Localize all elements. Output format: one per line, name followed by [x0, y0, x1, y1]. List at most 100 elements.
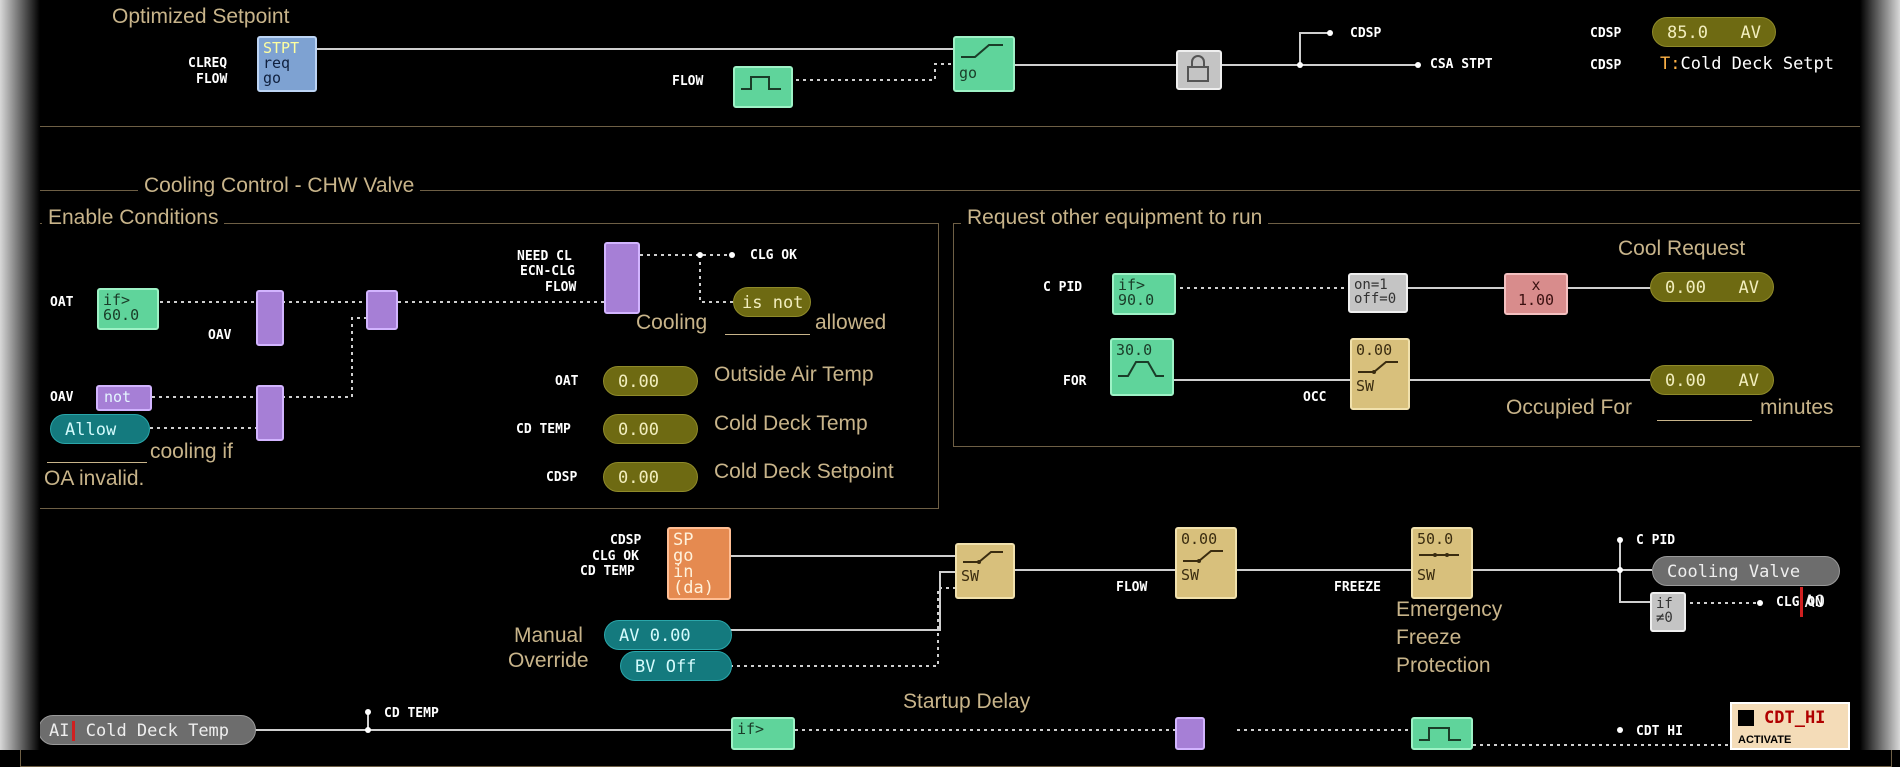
cpid-if-line-1: if> [1118, 276, 1146, 294]
minutes-text: minutes [1760, 396, 1834, 419]
if-nonzero-line-1: if [1656, 596, 1673, 612]
manual-av-point[interactable]: AV 0.00 [604, 620, 732, 650]
cdsp-point[interactable]: 0.00 [603, 462, 698, 492]
oat-if-block[interactable]: if> 60.0 [97, 288, 159, 330]
flow-switch-block[interactable]: 0.00 SW [1175, 527, 1237, 599]
alarm-indicator [1738, 710, 1754, 726]
onoff-line-2: off=0 [1354, 291, 1397, 307]
cpid-if-line-2: 90.0 [1118, 291, 1155, 309]
occ-av-value: 0.00 [1665, 371, 1706, 391]
oav-label-2: OAV [50, 390, 74, 405]
occ-av-units: AV [1738, 371, 1759, 391]
ramp-icon [961, 44, 1003, 58]
need-cl-label: NEED CL [517, 249, 572, 264]
is-not-text: is not [742, 293, 804, 313]
timer-icon [1118, 361, 1164, 377]
pid-line-1: SP [673, 530, 694, 550]
freeze-switch-block[interactable]: 50.0 SW [1411, 527, 1473, 599]
switch-icon [1419, 553, 1459, 557]
oat-point-desc: Outside Air Temp [714, 363, 874, 386]
setpoint-panel-title: Optimized Setpoint [106, 5, 296, 29]
flow-switch-value: 0.00 [1181, 530, 1218, 548]
allow-note: cooling if [150, 440, 233, 463]
bottom-gate[interactable] [1175, 717, 1205, 750]
cool-request-title: Cool Request [1618, 237, 1746, 260]
cd-temp-point-label: CD TEMP [516, 422, 571, 437]
for-label: FOR [1063, 374, 1087, 389]
flow-filter-block[interactable] [733, 66, 793, 108]
pid-input-cdsp: CDSP [610, 533, 642, 548]
allow-text: Allow [65, 420, 117, 440]
freeze-note-3: Protection [1396, 654, 1491, 677]
cold-deck-temp-ai[interactable]: AI Cold Deck Temp [38, 715, 256, 745]
oat-if-line-2: 60.0 [103, 306, 140, 324]
freeze-note-1: Emergency [1396, 598, 1503, 621]
cpid-if-block[interactable]: if> 90.0 [1112, 273, 1176, 315]
cdsp-av-label: CDSP [1590, 26, 1622, 41]
oat-point[interactable]: 0.00 [603, 366, 698, 396]
freeze-note-2: Freeze [1396, 626, 1462, 649]
override-switch-block[interactable]: SW [955, 543, 1015, 599]
occ-label: OCC [1303, 390, 1327, 405]
cool-request-value: 0.00 [1665, 278, 1706, 298]
cdsp-tag-label: CDSP [1590, 58, 1622, 73]
cdsp-av-value: 85.0 [1667, 23, 1708, 43]
cooling-blank [725, 334, 810, 335]
multiply-line-2: 1.00 [1517, 291, 1555, 309]
left-edge-shade [0, 0, 40, 750]
bottom-if-text: if> [737, 720, 765, 738]
cdsp-av-point[interactable]: 85.0 AV [1652, 17, 1776, 47]
cold-deck-setpt-tag[interactable]: T:Cold Deck Setpt [1660, 54, 1834, 74]
allow-point[interactable]: Allow [50, 414, 150, 444]
or-gate-1[interactable] [256, 290, 284, 346]
lock-block[interactable] [1176, 50, 1222, 90]
pid-block[interactable]: SP go in (da) [667, 527, 731, 600]
oat-point-label: OAT [555, 374, 579, 389]
occupied-blank [1657, 420, 1752, 421]
cdsp-av-units: AV [1740, 23, 1761, 43]
cdt-hi-label: CDT HI [1636, 724, 1683, 739]
switch-icon [1183, 550, 1223, 563]
not-text: not [104, 388, 132, 406]
occ-av[interactable]: 0.00 AV [1650, 365, 1774, 395]
if-nonzero-block[interactable]: if ≠0 [1650, 592, 1686, 632]
not-block[interactable]: not [96, 385, 152, 411]
if-nonzero-line-2: ≠0 [1656, 610, 1673, 626]
need-flow-label: FLOW [545, 280, 577, 295]
pid-line-4: (da) [673, 578, 714, 598]
bottom-delay-block[interactable] [1411, 717, 1473, 750]
cd-temp-point[interactable]: 0.00 [603, 414, 698, 444]
onoff-block[interactable]: on=1 off=0 [1348, 273, 1408, 313]
clg-ok-label: CLG OK [750, 248, 797, 263]
manual-text: Manual [514, 624, 583, 647]
override-text: Override [508, 649, 589, 672]
manual-bv-point[interactable]: BV Off [620, 651, 732, 681]
allowed-text: allowed [815, 311, 887, 334]
cdt-hi-alarm[interactable]: CDT_HI ACTIVATE [1730, 702, 1850, 750]
stpt-block[interactable]: STPT req go [257, 36, 317, 92]
request-panel-title: Request other equipment to run [961, 206, 1269, 230]
multiply-block[interactable]: x 1.00 [1504, 273, 1568, 315]
clreq-label: CLREQ [188, 56, 228, 71]
cooling-text: Cooling [636, 311, 708, 334]
cd-temp-point-desc: Cold Deck Temp [714, 412, 868, 435]
cool-request-av[interactable]: 0.00 AV [1650, 272, 1774, 302]
bottom-if-block[interactable]: if> [731, 717, 795, 750]
cooling-valve-point[interactable]: Cooling Valve AO [1652, 556, 1840, 617]
ai-tag: AI [49, 721, 76, 741]
timer-block[interactable]: 30.0 [1110, 338, 1174, 396]
and-gate-1[interactable] [366, 290, 398, 330]
cdsp-point-value: 0.00 [618, 468, 659, 488]
occ-switch-value: 0.00 [1356, 341, 1393, 359]
or-gate-2[interactable] [256, 385, 284, 441]
oav-label-1: OAV [208, 328, 232, 343]
is-not-point[interactable]: is not [733, 287, 811, 317]
onoff-line-1: on=1 [1354, 277, 1388, 293]
go-ramp-block[interactable]: go [953, 36, 1015, 92]
occ-switch-block[interactable]: 0.00 SW [1350, 338, 1410, 410]
allow-blank [47, 462, 147, 463]
cdsp-point-desc: Cold Deck Setpoint [714, 460, 894, 483]
and-gate-main[interactable] [604, 242, 640, 314]
manual-bv-text: BV Off [635, 657, 697, 677]
freeze-label: FREEZE [1334, 580, 1381, 595]
